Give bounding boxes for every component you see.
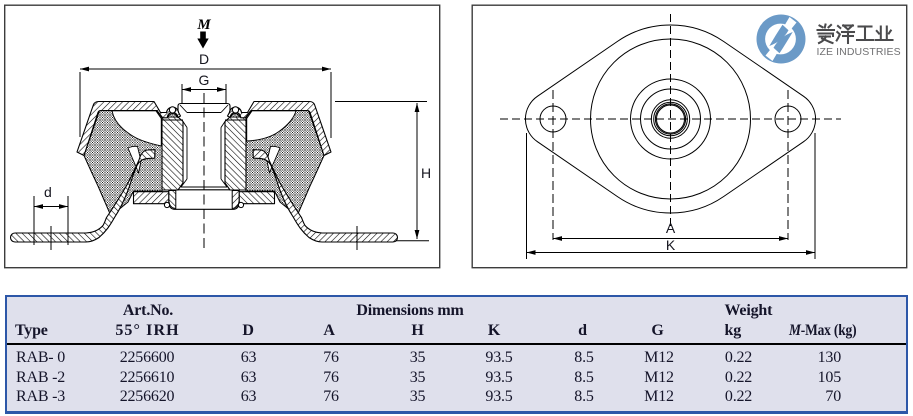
svg-text:A: A: [666, 220, 676, 236]
svg-text:d: d: [44, 184, 52, 200]
svg-text:K: K: [666, 237, 676, 253]
svg-text:IZE INDUSTRIES: IZE INDUSTRIES: [817, 46, 901, 58]
svg-text:D: D: [199, 51, 209, 67]
svg-text:M: M: [196, 17, 211, 33]
svg-text:H: H: [421, 165, 431, 181]
svg-text:G: G: [199, 72, 210, 88]
